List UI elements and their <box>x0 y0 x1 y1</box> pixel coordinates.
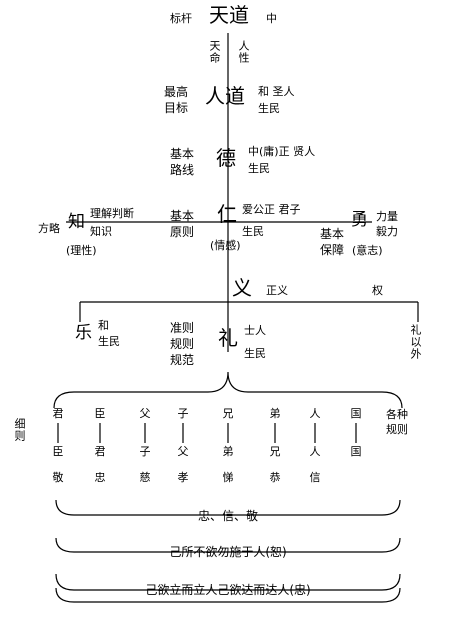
pair-bottom-4: 父 <box>177 445 189 458</box>
yong-right-label: 力量 毅力 <box>376 210 398 238</box>
pair-bottom-2: 君 <box>94 445 106 458</box>
top-label-right: 中 <box>266 12 277 25</box>
liwai-label: 礼以外 <box>409 324 422 360</box>
zhi-above-label: 理解判断 <box>90 207 134 220</box>
rendao-right-2: 生民 <box>258 102 280 115</box>
pair-top-1: 君 <box>52 407 64 420</box>
li-label-left: 准则 规则 规范 <box>170 321 195 368</box>
yong-node: 勇 <box>351 210 368 230</box>
rendao-right-1: 和 圣人 <box>258 85 295 98</box>
pair-bottom-6: 兄 <box>269 445 281 458</box>
zhi-below-label: 知识 <box>90 225 112 238</box>
ren-node: 仁 <box>217 202 237 226</box>
pair-bottom-3: 子 <box>139 445 151 458</box>
yue-right-1: 和 <box>98 319 109 332</box>
renxing-label: 人性 <box>237 40 250 64</box>
de-right-1: 中(庸)正 贤人 <box>248 145 316 158</box>
pair-top-7: 人 <box>309 407 321 420</box>
top-label-left: 标杆 <box>170 12 192 25</box>
yi-far-right-label: 权 <box>372 284 383 297</box>
summary-2: 己所不欲勿施于人(恕) <box>169 545 287 559</box>
pair-top-2: 臣 <box>94 407 106 420</box>
summary-bracket-4 <box>55 587 401 603</box>
pair-bottom-1: 臣 <box>52 445 64 458</box>
pair-top-5: 兄 <box>222 407 234 420</box>
yue-node: 乐 <box>75 323 92 343</box>
pair-top-4: 子 <box>177 407 189 420</box>
pair-top-3: 父 <box>139 407 151 420</box>
yi-right-label: 正义 <box>266 284 288 297</box>
rendao-label-left: 最高 目标 <box>164 85 189 116</box>
summary-1: 忠、信、敬 <box>197 509 259 523</box>
zhi-note: (理性) <box>66 244 97 257</box>
de-node: 德 <box>216 146 236 170</box>
pair-virtue-7: 信 <box>309 471 321 484</box>
pair-bottom-5: 弟 <box>222 445 234 458</box>
pair-bottom-8: 国 <box>350 445 362 458</box>
rendao-node: 人道 <box>205 84 245 108</box>
pair-top-8: 国 <box>350 407 362 420</box>
li-right-2: 生民 <box>244 347 266 360</box>
gezhong-label: 各种 规则 <box>386 408 408 436</box>
summary-bracket-3 <box>55 573 401 591</box>
yong-label-left: 基本 保障 <box>320 227 345 258</box>
summary-bracket-1 <box>55 499 401 516</box>
de-right-2: 生民 <box>248 162 270 175</box>
summary-bracket-2 <box>55 537 401 553</box>
xize-label: 细则 <box>13 418 26 442</box>
li-node: 礼 <box>218 326 238 350</box>
tiandao-node: 天道 <box>209 3 249 27</box>
zhi-left-label: 方略 <box>38 222 60 235</box>
li-right-1: 士人 <box>244 324 266 337</box>
ren-label-left: 基本 原则 <box>170 209 195 240</box>
ren-right-2: 生民 <box>242 225 264 238</box>
pair-virtue-6: 恭 <box>269 471 281 484</box>
ren-right-1: 爱公正 君子 <box>242 203 301 216</box>
ren-sub-label: (情感) <box>210 239 241 252</box>
pair-virtue-1: 敬 <box>52 471 64 484</box>
pair-virtue-2: 忠 <box>94 471 106 484</box>
yong-note: (意志) <box>352 244 383 257</box>
summary-3: 己欲立而立人己欲达而达人(忠) <box>145 583 311 597</box>
pair-virtue-5: 悌 <box>222 471 234 484</box>
li-brace <box>53 371 403 409</box>
pair-bottom-7: 人 <box>309 445 321 458</box>
tianming-label: 天命 <box>208 40 221 64</box>
pair-virtue-3: 慈 <box>139 471 151 484</box>
yue-right-2: 生民 <box>98 335 120 348</box>
yi-node: 义 <box>232 276 252 300</box>
de-label-left: 基本 路线 <box>170 147 195 178</box>
pair-virtue-4: 孝 <box>177 471 189 484</box>
pair-top-6: 弟 <box>269 407 281 420</box>
zhi-node: 知 <box>68 212 85 232</box>
